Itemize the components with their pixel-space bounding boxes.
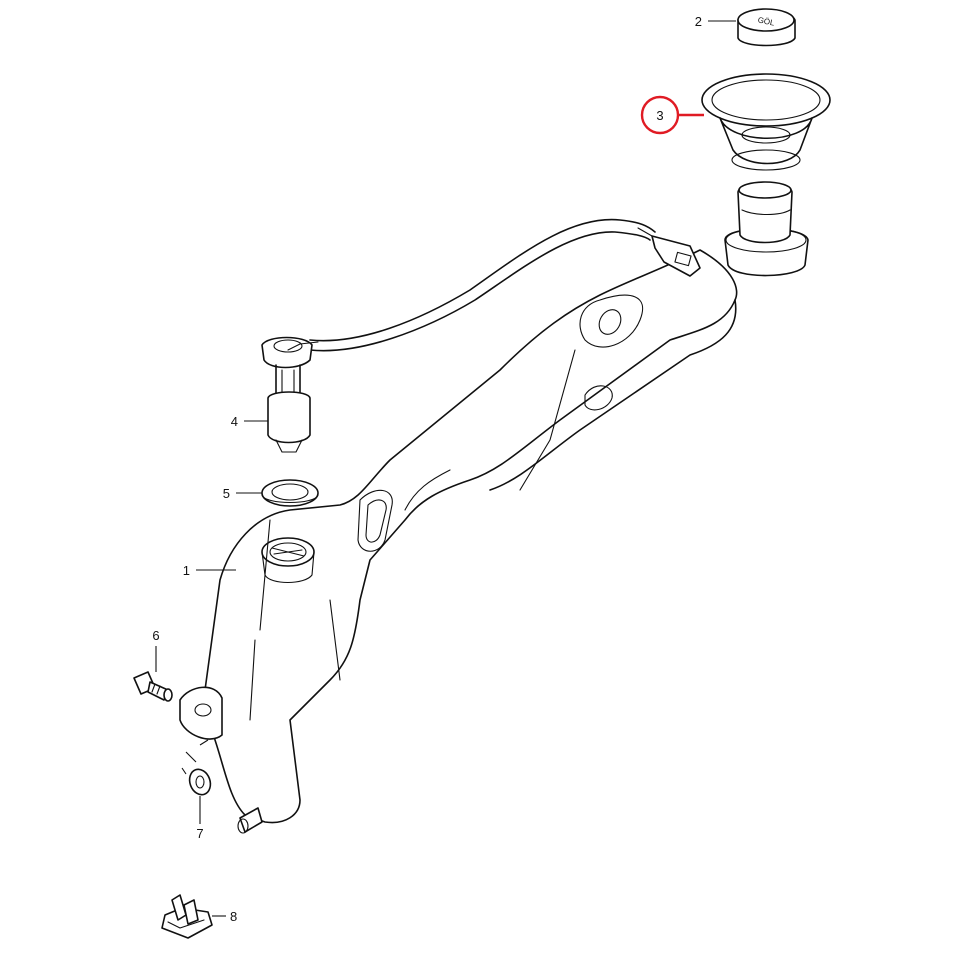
- wiring-harness: [309, 218, 701, 352]
- callout-label-3: 3: [656, 108, 663, 123]
- callout-4: 4: [231, 414, 268, 429]
- callout-label-2: 2: [695, 14, 702, 29]
- reservoir-cap: GÖL: [737, 8, 796, 47]
- callout-7: 7: [196, 796, 204, 841]
- callout-label-4: 4: [231, 414, 238, 429]
- filler-neck: [724, 181, 809, 277]
- clip: [161, 894, 213, 939]
- callout-1: 1: [183, 563, 236, 578]
- callout-label-5: 5: [223, 486, 230, 501]
- washer: [181, 739, 212, 796]
- callout-2: 2: [695, 14, 736, 29]
- callout-3: 3: [640, 95, 704, 135]
- mounting-bolt: [133, 671, 173, 702]
- callout-8: 8: [212, 909, 237, 924]
- level-sensor: [261, 336, 319, 453]
- callout-label-6: 6: [152, 628, 159, 643]
- callout-label-7: 7: [196, 826, 203, 841]
- filler-seal: [701, 73, 831, 171]
- callout-6: 6: [152, 628, 160, 672]
- cap-text: GÖL: [757, 15, 776, 27]
- callout-label-1: 1: [183, 563, 190, 578]
- callout-label-8: 8: [230, 909, 237, 924]
- sensor-grommet: [261, 479, 319, 507]
- callout-5: 5: [223, 486, 262, 501]
- reservoir-tank: [179, 249, 738, 834]
